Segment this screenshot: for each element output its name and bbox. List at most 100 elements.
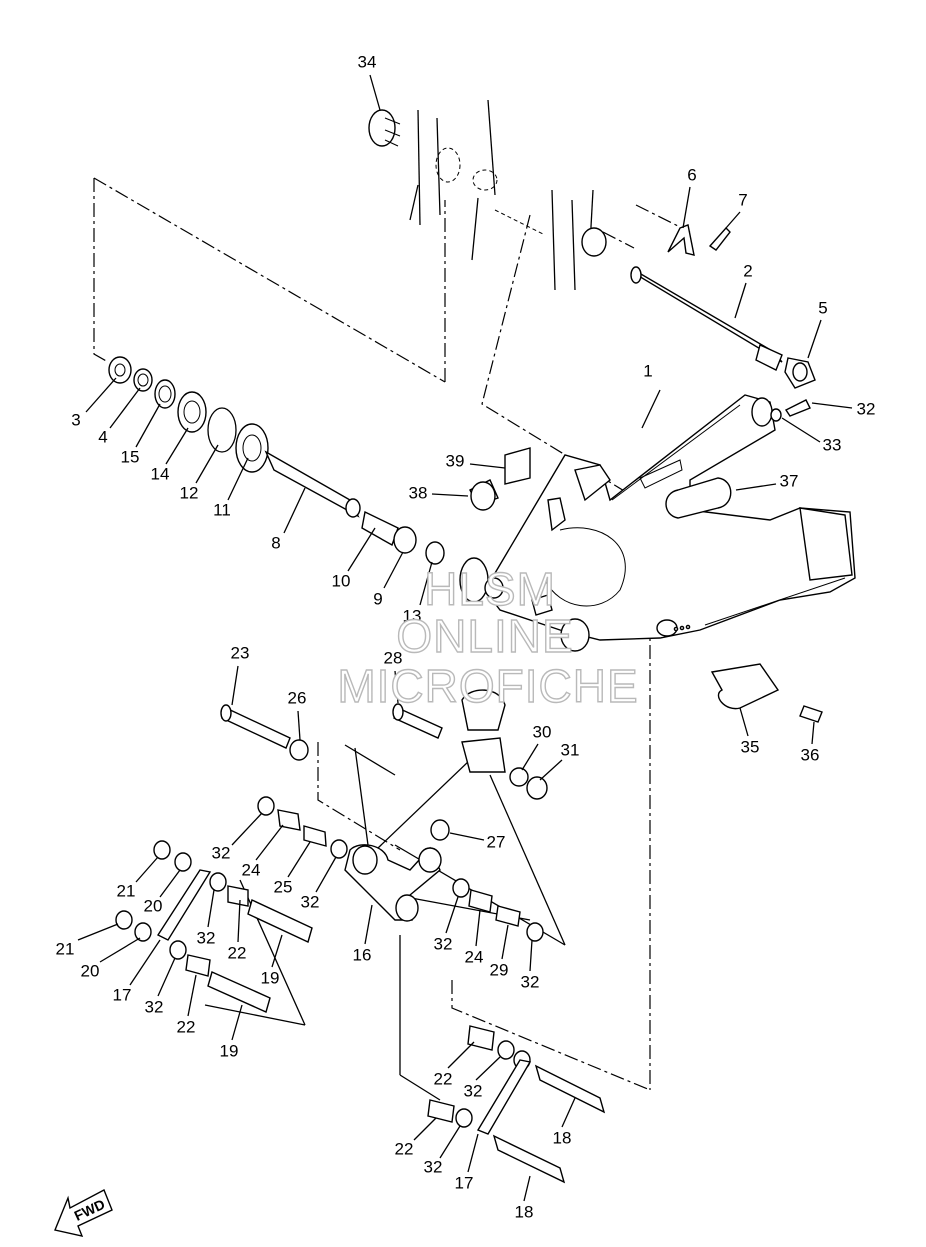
- callout-29: 29: [490, 960, 509, 979]
- leader-line-23: [231, 665, 239, 706]
- fwd-arrow-badge: FWD: [54, 1189, 113, 1237]
- bushing-and-collar-parts: [115, 796, 606, 1184]
- callout-8: 8: [271, 533, 280, 552]
- leader-line-24: [475, 909, 481, 947]
- callout-38: 38: [409, 483, 428, 502]
- callout-labels: 1234567891011121314151617171818191920202…: [56, 52, 876, 1221]
- leader-line-34: [369, 74, 381, 111]
- callout-27: 27: [487, 832, 506, 851]
- callout-32: 32: [857, 399, 876, 418]
- callout-32: 32: [197, 928, 216, 947]
- callout-12: 12: [180, 483, 199, 502]
- callout-22: 22: [177, 1017, 196, 1036]
- leader-line-20: [99, 937, 141, 963]
- leader-lines: [77, 74, 853, 1202]
- callout-33: 33: [823, 435, 842, 454]
- leader-line-32: [157, 957, 176, 997]
- leader-line-38: [431, 493, 469, 497]
- callout-3: 3: [71, 410, 80, 429]
- leader-line-32: [439, 1125, 461, 1159]
- leader-line-22: [237, 899, 241, 943]
- callout-22: 22: [395, 1139, 414, 1158]
- misc-parts-36-37-38: [665, 477, 823, 723]
- leader-line-36: [811, 721, 815, 745]
- callout-23: 23: [231, 643, 250, 662]
- leader-line-19: [231, 1004, 243, 1041]
- callout-22: 22: [228, 943, 247, 962]
- leader-line-15: [135, 403, 161, 448]
- leader-line-32: [315, 856, 337, 893]
- leader-line-5: [807, 319, 822, 359]
- callout-36: 36: [801, 745, 820, 764]
- bolt-33-washer-34: [770, 399, 811, 422]
- leader-line-11: [227, 457, 249, 501]
- callout-14: 14: [151, 464, 170, 483]
- watermark-line-3: MICROFICHE: [337, 660, 638, 712]
- callout-30: 30: [533, 722, 552, 741]
- leader-line-6: [682, 186, 691, 229]
- leader-line-32: [445, 896, 459, 934]
- callout-13: 13: [403, 606, 422, 625]
- leader-line-28: [394, 670, 399, 704]
- callout-32: 32: [424, 1157, 443, 1176]
- watermark-line-1: HLSM: [424, 563, 556, 615]
- leader-line-32: [529, 939, 533, 972]
- leader-line-22: [447, 1041, 475, 1069]
- callout-32: 32: [434, 934, 453, 953]
- callout-11: 11: [213, 500, 231, 519]
- leader-line-8: [283, 487, 306, 534]
- leader-line-19: [271, 934, 283, 968]
- leader-line-26: [297, 710, 301, 741]
- leader-line-22: [187, 974, 197, 1017]
- callout-10: 10: [332, 571, 351, 590]
- leader-line-27: [449, 832, 485, 841]
- leader-line-13: [419, 561, 433, 606]
- leader-line-32: [207, 889, 215, 928]
- grommet-35: [368, 109, 401, 147]
- leader-line-30: [521, 743, 539, 771]
- frame-tubes: [409, 99, 594, 291]
- callout-6: 6: [687, 165, 696, 184]
- callout-17: 17: [455, 1173, 474, 1192]
- callout-15: 15: [121, 447, 140, 466]
- leader-line-35: [739, 707, 749, 737]
- leader-line-21: [77, 923, 119, 941]
- leader-line-39: [469, 463, 506, 469]
- leader-line-14: [165, 427, 189, 465]
- leader-line-17: [129, 939, 161, 986]
- leader-line-7: [725, 211, 741, 229]
- watermark-line-2: ONLINE: [396, 610, 573, 662]
- callout-34: 34: [358, 52, 377, 71]
- leader-line-17: [467, 1133, 479, 1173]
- leader-line-37: [735, 483, 777, 491]
- callout-20: 20: [81, 961, 100, 980]
- callout-37: 37: [780, 471, 799, 490]
- callout-31: 31: [561, 740, 580, 759]
- leader-line-20: [159, 869, 181, 898]
- callout-5: 5: [818, 298, 827, 317]
- callout-39: 39: [446, 451, 465, 470]
- callout-17: 17: [113, 985, 132, 1004]
- leader-line-32: [231, 812, 263, 846]
- callout-4: 4: [98, 427, 107, 446]
- callout-9: 9: [373, 589, 382, 608]
- leader-line-12: [195, 444, 219, 484]
- callout-26: 26: [288, 688, 307, 707]
- leader-line-22: [413, 1117, 437, 1141]
- callout-20: 20: [144, 896, 163, 915]
- callout-32: 32: [521, 972, 540, 991]
- callout-24: 24: [465, 947, 484, 966]
- leader-line-25: [287, 841, 311, 878]
- leader-line-32: [811, 402, 853, 409]
- callout-19: 19: [220, 1041, 239, 1060]
- leader-line-1: [641, 389, 661, 429]
- callout-32: 32: [212, 843, 231, 862]
- callout-32: 32: [301, 892, 320, 911]
- pivot-bearing-stack: [108, 356, 531, 565]
- leader-line-24: [255, 824, 284, 861]
- callout-21: 21: [56, 939, 75, 958]
- callout-25: 25: [274, 877, 293, 896]
- callout-32: 32: [464, 1081, 483, 1100]
